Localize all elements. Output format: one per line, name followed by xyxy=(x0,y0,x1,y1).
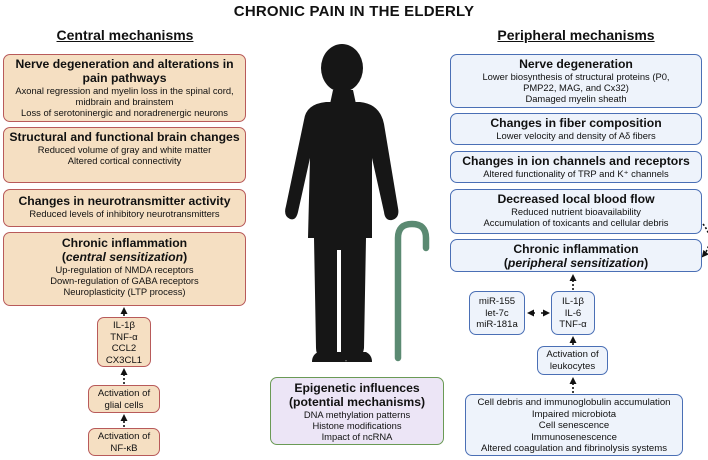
box-title: Changes in fiber composition xyxy=(490,116,662,130)
cause-item: Impaired microbiota xyxy=(531,408,617,420)
box-line: Altered cortical connectivity xyxy=(67,155,182,166)
paren-close: ) xyxy=(644,256,649,270)
box-line: Lower biosynthesis of structural protein… xyxy=(482,71,670,93)
leukocyte-line: Activation of xyxy=(546,349,599,360)
box-line: Accumulation of toxicants and cellular d… xyxy=(483,217,669,228)
box-title: Decreased local blood flow xyxy=(497,192,655,206)
box-subtitle: (central sensitization) xyxy=(8,250,241,264)
epigenetic-subtitle: (potential mechanisms) xyxy=(288,395,426,409)
box-title: Nerve degeneration xyxy=(519,57,633,71)
epigenetic-line: Impact of ncRNA xyxy=(321,431,393,442)
central-box-brain-changes: Structural and functional brain changes … xyxy=(3,127,246,183)
box-title: Changes in neurotransmitter activity xyxy=(18,194,231,208)
box-title: Nerve degeneration and alterations in pa… xyxy=(15,57,234,85)
inflammation-causes-box: Cell debris and immunoglobulin accumulat… xyxy=(465,394,683,456)
elderly-person-icon xyxy=(285,44,399,362)
epigenetic-title: Epigenetic influences xyxy=(294,381,420,395)
paren-open: ( xyxy=(61,250,66,264)
box-line: Altered functionality of TRP and K⁺ chan… xyxy=(483,168,669,179)
peripheral-heading: Peripheral mechanisms xyxy=(497,27,655,43)
mirna-item: miR-155 xyxy=(478,296,516,307)
leukocyte-activation-box: Activation of leukocytes xyxy=(537,346,608,375)
box-line: Reduced levels of inhibitory neurotransm… xyxy=(29,208,220,219)
cause-item: Cell debris and immunoglobulin accumulat… xyxy=(477,397,671,408)
glial-activation-box: Activation of glial cells xyxy=(88,385,160,413)
glial-line: glial cells xyxy=(104,399,144,411)
leukocyte-line: leukocytes xyxy=(549,360,596,372)
glial-line: Activation of xyxy=(97,388,151,399)
peripheral-box-ion-channels: Changes in ion channels and receptors Al… xyxy=(450,151,702,183)
peripheral-cytokines-box: IL-1β IL-6 TNF-α xyxy=(551,291,595,335)
peripheral-box-blood-flow: Decreased local blood flow Reduced nutri… xyxy=(450,189,702,234)
box-title: Structural and functional brain changes xyxy=(9,130,240,144)
diagram-title: CHRONIC PAIN IN THE ELDERLY xyxy=(233,3,475,20)
cytokine-item: TNF-α xyxy=(559,319,587,330)
box-title: Chronic inflammation xyxy=(61,236,188,250)
cause-item: Altered coagulation and fibrinolysis sys… xyxy=(480,443,668,454)
epigenetic-box: Epigenetic influences (potential mechani… xyxy=(270,377,444,445)
paren-close: ) xyxy=(183,250,188,264)
cytokine-item: TNF-α xyxy=(110,331,138,343)
central-box-nerve-degeneration: Nerve degeneration and alterations in pa… xyxy=(3,54,246,122)
cause-item: Cell senescence xyxy=(538,420,610,431)
box-line: Down-regulation of GABA receptors xyxy=(50,275,199,286)
cytokine-item: IL-6 xyxy=(564,307,582,319)
mirna-item: miR-181a xyxy=(476,319,518,330)
peripheral-box-inflammation: Chronic inflammation (peripheral sensiti… xyxy=(450,239,702,272)
nfkb-line: NF-κB xyxy=(110,442,138,454)
cytokine-item: CX3CL1 xyxy=(105,354,143,366)
box-line: Reduced volume of gray and white matter xyxy=(37,144,212,155)
paren-open: ( xyxy=(503,256,508,270)
box-line: Lower velocity and density of Aδ fibers xyxy=(496,130,656,141)
mirna-item: let-7c xyxy=(485,307,509,319)
nfkb-line: Activation of xyxy=(97,431,151,442)
box-subtitle: (peripheral sensitization) xyxy=(455,256,697,270)
box-line: Damaged myelin sheath xyxy=(525,93,627,104)
peripheral-box-nerve-degeneration: Nerve degeneration Lower biosynthesis of… xyxy=(450,54,702,108)
box-line: Up-regulation of NMDA receptors xyxy=(55,264,194,275)
box-line: Loss of serotoninergic and noradrenergic… xyxy=(21,107,228,118)
box-title: Changes in ion channels and receptors xyxy=(462,154,690,168)
box-title: Chronic inflammation xyxy=(513,242,639,256)
peripheral-box-fiber: Changes in fiber composition Lower veloc… xyxy=(450,113,702,145)
central-sensitization-label: central sensitization xyxy=(65,250,184,264)
cytokine-item: CCL2 xyxy=(111,343,137,354)
box-line: Reduced nutrient bioavailability xyxy=(511,206,641,217)
central-box-neurotransmitter: Changes in neurotransmitter activity Red… xyxy=(3,189,246,227)
central-cytokines-box: IL-1β TNF-α CCL2 CX3CL1 xyxy=(97,317,151,367)
cause-item: Immunosenescence xyxy=(531,431,617,443)
epigenetic-line: Histone modifications xyxy=(312,420,402,431)
cane-icon xyxy=(394,220,430,362)
box-line: Axonal regression and myelin loss in the… xyxy=(15,85,234,107)
central-heading: Central mechanisms xyxy=(56,27,194,43)
cytokine-item: IL-1β xyxy=(112,320,136,331)
nfkb-activation-box: Activation of NF-κB xyxy=(88,428,160,456)
mirna-box: miR-155 let-7c miR-181a xyxy=(469,291,525,335)
box-line: Neuroplasticity (LTP process) xyxy=(63,286,186,297)
central-box-inflammation: Chronic inflammation (central sensitizat… xyxy=(3,232,246,306)
cytokine-item: IL-1β xyxy=(561,296,585,307)
epigenetic-line: DNA methylation patterns xyxy=(303,409,411,420)
peripheral-sensitization-label: peripheral sensitization xyxy=(507,256,645,270)
arrow-bloodflow-to-inflammation xyxy=(701,223,708,258)
